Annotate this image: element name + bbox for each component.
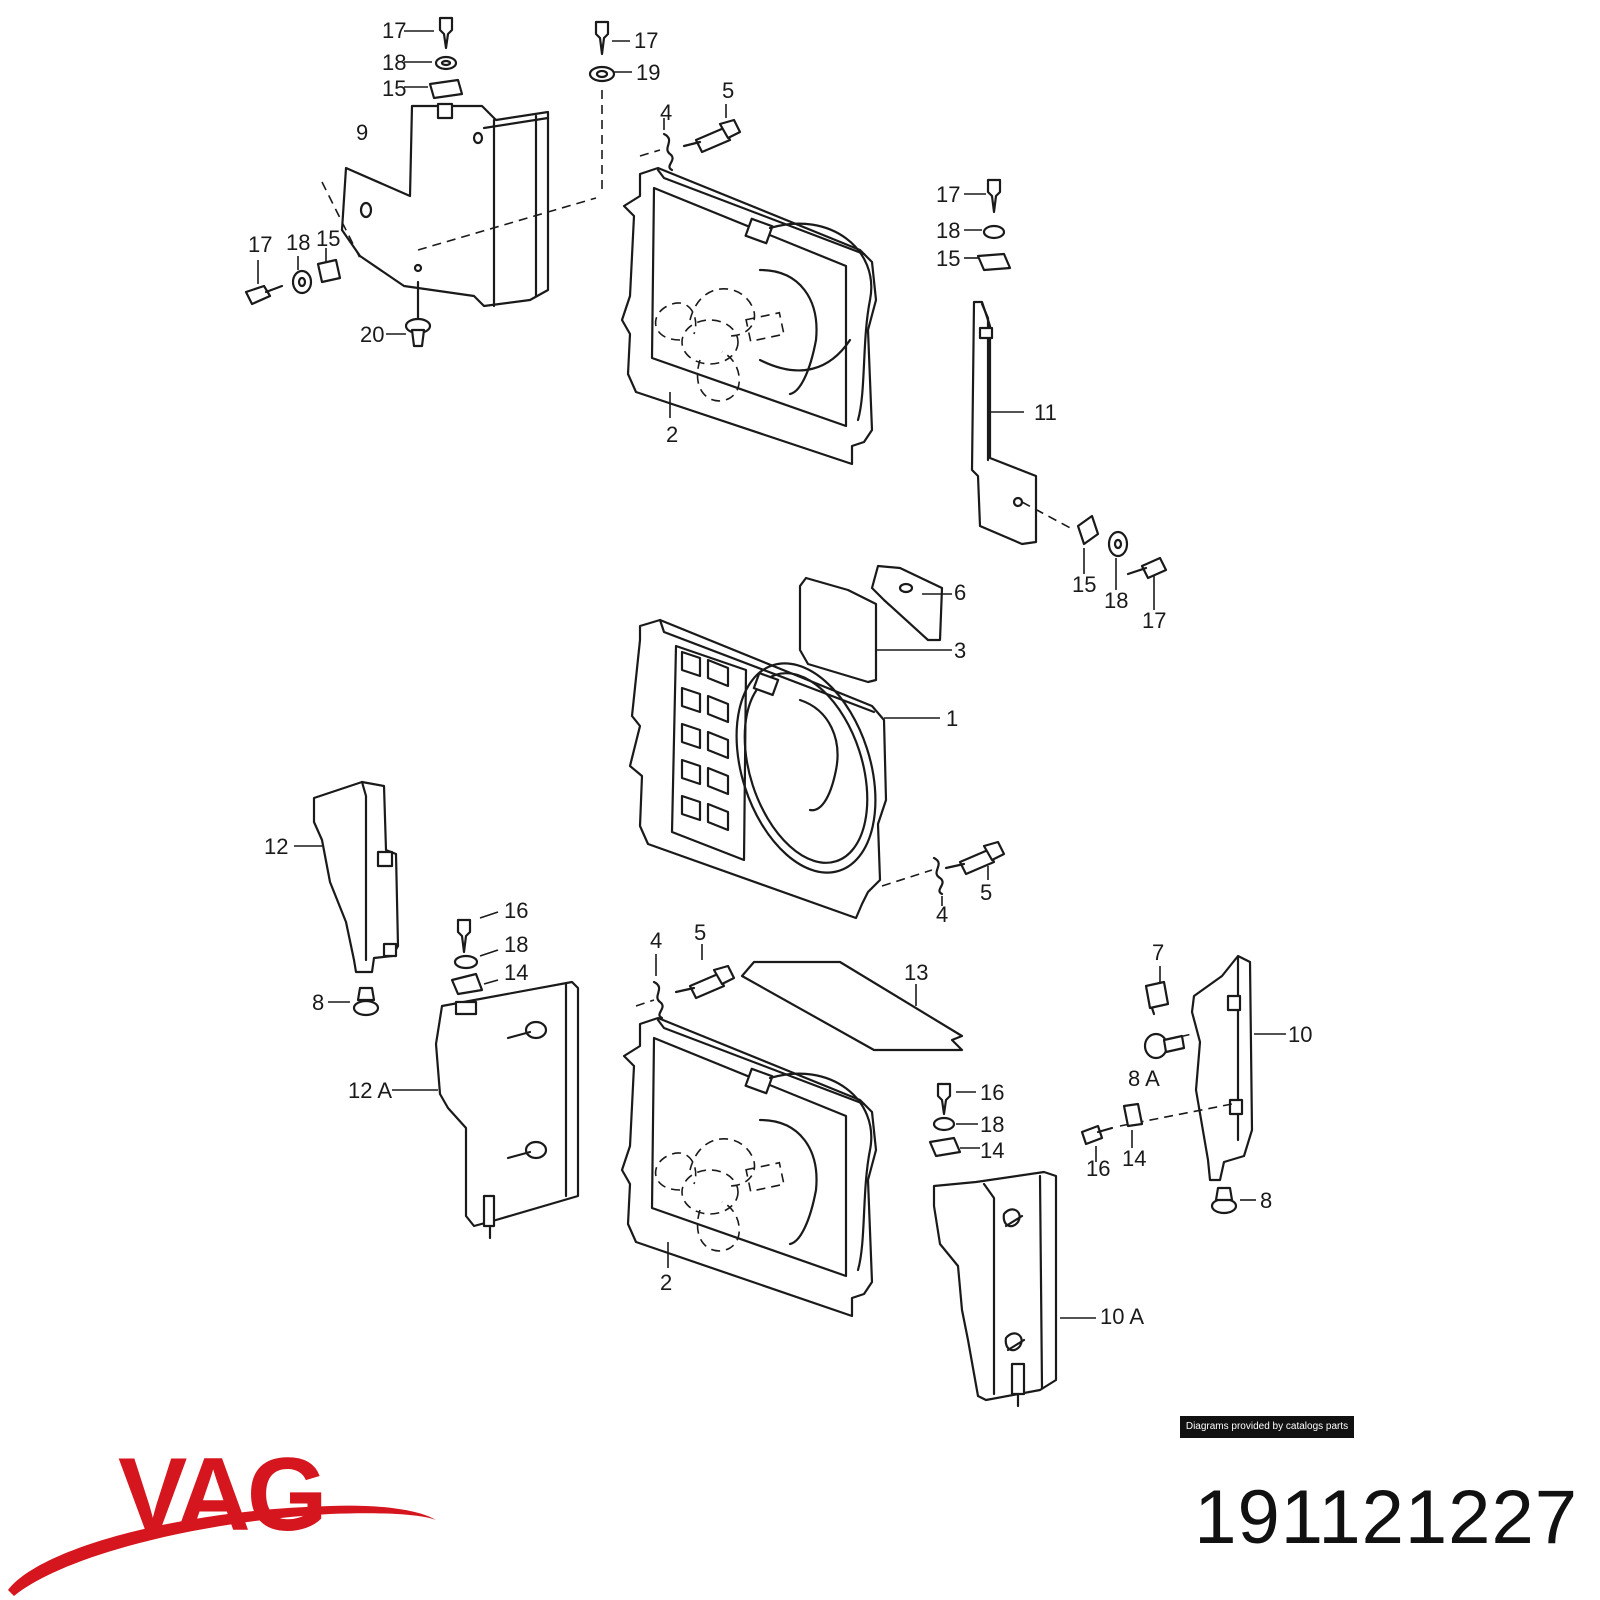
bracket-11 [970,300,1075,546]
diagram-credit: Diagrams provided by catalogs parts [1180,1416,1354,1438]
callout-15: 15 [382,76,406,101]
plate-3 [798,576,952,684]
callout-18: 18 [382,50,406,75]
clip-7 [1144,966,1170,1016]
sealing-strip-13 [740,960,964,1052]
callout-15: 15 [316,226,340,251]
panel-12 [294,780,400,974]
clip-bolt-top [639,104,742,172]
callout-17: 17 [248,232,272,257]
callout-18: 18 [980,1112,1004,1137]
callout-8a: 8 A [1128,1066,1160,1091]
rivet-8a [1143,1032,1186,1060]
fastener-stack-right-top [964,178,1012,272]
callout-15: 15 [1072,572,1096,597]
rivet-8-right [1210,1186,1256,1215]
callout-5: 5 [694,920,706,945]
callout-19: 19 [636,60,660,85]
fastener-stack-left [244,248,342,306]
callout-3: 3 [954,638,966,663]
callout-4: 4 [650,928,662,953]
callout-10a: 10 A [1100,1304,1144,1329]
seal-6 [870,564,952,642]
callout-12: 12 [264,834,288,859]
fastener-stack-far-right [1080,1102,1144,1162]
callout-labels: 17 18 15 17 19 9 17 18 15 20 4 5 2 17 18… [248,18,1312,1329]
callout-16: 16 [1086,1156,1110,1181]
callout-8: 8 [1260,1188,1272,1213]
panel-12a [392,980,580,1240]
callout-1: 1 [946,706,958,731]
radiator-shroud-1 [628,618,940,920]
rivet-8-left [328,986,380,1017]
fan-frame-2-top [620,166,878,466]
panel-10a [932,1170,1096,1408]
shroud-panel-9 [321,102,597,308]
callout-16: 16 [504,898,528,923]
callout-11: 11 [1034,400,1057,425]
part-number: 191121227 [1194,1475,1578,1560]
fan-frame-2-bottom [620,1016,878,1318]
callout-4: 4 [936,902,948,927]
callout-20: 20 [360,322,384,347]
clip-bolt-mid [881,840,1006,906]
callout-7: 7 [1152,940,1164,965]
callout-17: 17 [1142,608,1166,633]
fastener-stack-lower-mid [928,1082,980,1158]
fastener-stack-top-left [404,16,464,100]
callout-17: 17 [634,28,658,53]
callout-10: 10 [1288,1022,1312,1047]
clip-bolt-bottom [635,944,736,1020]
callout-8: 8 [312,990,324,1015]
callout-12a: 12 A [348,1078,392,1103]
fastener-stack-right-bottom [1076,514,1168,610]
callout-18: 18 [504,932,528,957]
brand-logo: VAG [118,1437,328,1553]
callout-17: 17 [382,18,406,43]
callout-14: 14 [980,1138,1004,1163]
callout-6: 6 [954,580,966,605]
callout-18: 18 [936,218,960,243]
callout-2: 2 [660,1270,672,1295]
callout-17: 17 [936,182,960,207]
callout-14: 14 [1122,1146,1146,1171]
callout-16: 16 [980,1080,1004,1105]
callout-14: 14 [504,960,528,985]
callout-4: 4 [660,100,672,125]
callout-9: 9 [356,120,368,145]
rivet-20 [386,280,432,348]
callout-15: 15 [936,246,960,271]
callout-5: 5 [722,78,734,103]
callout-13: 13 [904,960,928,985]
brand-swoosh [8,1505,436,1596]
fastener-stack-top-mid [588,20,632,190]
callout-5: 5 [980,880,992,905]
callout-18: 18 [1104,588,1128,613]
callout-2: 2 [666,422,678,447]
fastener-stack-lower-left [450,911,499,996]
callout-18: 18 [286,230,310,255]
